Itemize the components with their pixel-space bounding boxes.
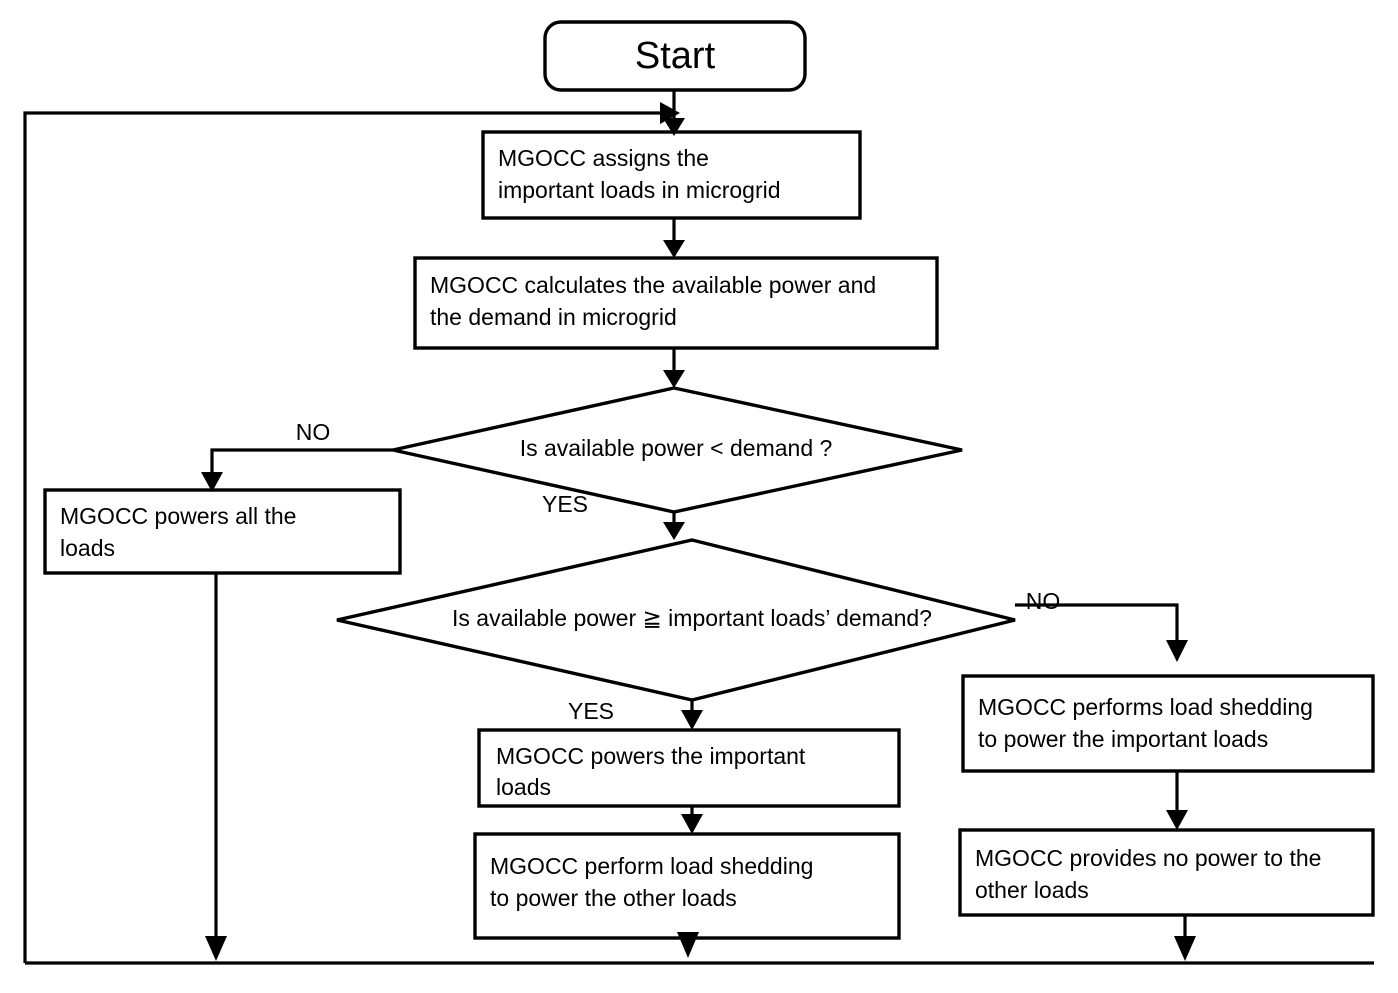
- connector-demand-no: [201, 448, 393, 492]
- node-decision-important[interactable]: Is available power ≧ important loads’ de…: [336, 538, 1016, 702]
- connector-start-to-assign: [663, 90, 685, 136]
- connector-return-loop: [23, 102, 680, 963]
- node-decision-demand[interactable]: Is available power < demand ?: [392, 386, 963, 514]
- node-start[interactable]: Start: [543, 20, 807, 92]
- node-no-power-other[interactable]: MGOCC provides no power to the other loa…: [958, 828, 1375, 917]
- node-power-all-loads-line1: MGOCC powers all the: [60, 503, 296, 529]
- connector-assign-to-calc: [663, 218, 685, 258]
- node-decision-demand-label: Is available power < demand ?: [520, 435, 833, 461]
- node-shed-other-line1: MGOCC perform load shedding: [490, 853, 813, 879]
- node-calc-power-line2: the demand in microgrid: [430, 304, 677, 330]
- node-power-important[interactable]: MGOCC powers the important loads: [477, 728, 901, 808]
- node-no-power-other-line2: other loads: [975, 877, 1089, 903]
- connector-shedother-to-bottom: [677, 932, 699, 958]
- node-decision-important-label: Is available power ≧ important loads’ de…: [452, 605, 932, 631]
- node-assign-loads-line1: MGOCC assigns the: [498, 145, 709, 171]
- node-calc-power-line1: MGOCC calculates the available power and: [430, 272, 876, 298]
- connector-nopower-to-bottom: [1174, 915, 1196, 961]
- connector-powerall-to-bottom: [205, 573, 227, 961]
- node-shed-other-line2: to power the other loads: [490, 885, 737, 911]
- node-shed-important[interactable]: MGOCC performs load shedding to power th…: [961, 674, 1375, 773]
- node-shed-important-line1: MGOCC performs load shedding: [978, 694, 1313, 720]
- connector-calc-to-decision-demand: [663, 348, 685, 388]
- branch-label-demand-no: NO: [296, 419, 331, 445]
- branch-label-important-no: NO: [1026, 588, 1061, 614]
- node-no-power-other-line1: MGOCC provides no power to the: [975, 845, 1321, 871]
- connector-demand-yes: [663, 512, 685, 540]
- node-assign-loads[interactable]: MGOCC assigns the important loads in mic…: [481, 130, 862, 220]
- node-shed-important-line2: to power the important loads: [978, 726, 1268, 752]
- connector-shedimportant-to-nopower: [1166, 771, 1188, 830]
- connector-important-no: [1015, 603, 1188, 662]
- connector-powerimportant-to-shedother: [681, 806, 703, 834]
- branch-label-demand-yes: YES: [542, 491, 588, 517]
- connector-important-yes: [681, 700, 703, 730]
- node-power-all-loads-line2: loads: [60, 535, 115, 561]
- node-power-important-line2: loads: [496, 774, 551, 800]
- node-calc-power[interactable]: MGOCC calculates the available power and…: [413, 256, 939, 350]
- node-power-important-line1: MGOCC powers the important: [496, 743, 806, 769]
- branch-label-important-yes: YES: [568, 698, 614, 724]
- node-power-all-loads[interactable]: MGOCC powers all the loads: [43, 488, 402, 575]
- node-shed-other[interactable]: MGOCC perform load shedding to power the…: [473, 832, 901, 940]
- node-start-label: Start: [635, 35, 716, 77]
- node-assign-loads-line2: important loads in microgrid: [498, 177, 781, 203]
